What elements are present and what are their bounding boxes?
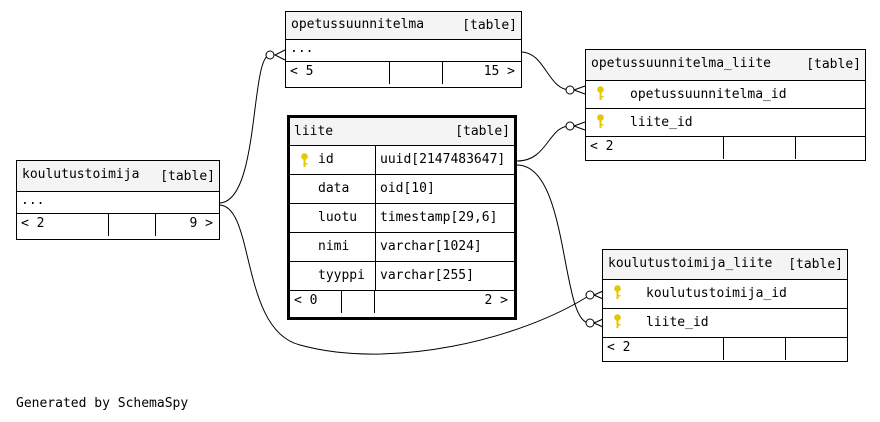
key-icon: [614, 314, 621, 328]
table-footer: < 2 9 >: [17, 214, 219, 236]
column-row: id uuid[2147483647]: [290, 146, 514, 175]
edge-circle: [565, 121, 575, 131]
footer-middle: [109, 214, 156, 236]
table-footer: < 2: [586, 137, 865, 159]
table-header: koulutustoimija_liite [table]: [603, 250, 847, 280]
footer-children: 15 >: [483, 64, 515, 79]
table-koulutustoimija[interactable]: koulutustoimija [table] ... < 2 9 >: [16, 160, 220, 240]
crowfoot: [573, 121, 586, 131]
footer-children: [796, 137, 865, 159]
crowfoot: [573, 85, 586, 95]
footer-middle: [724, 137, 796, 159]
footer-children: 9 >: [189, 216, 213, 231]
key-icon: [301, 153, 308, 167]
edge-circle: [265, 50, 275, 60]
table-opetussuunnitelma[interactable]: opetussuunnitelma [table] ... < 5 15 >: [285, 11, 522, 88]
table-header: opetussuunnitelma [table]: [286, 12, 521, 40]
footer-middle: [724, 338, 786, 360]
edge-liite-to-opetussuunnitelma-liite: [516, 125, 571, 162]
footer-children: [786, 338, 847, 360]
footer-parents: < 0: [290, 291, 342, 313]
edge-liite-to-koulutustoimija-liite: [516, 164, 591, 324]
key-icon: [614, 285, 621, 299]
table-header: liite [table]: [290, 118, 514, 146]
edge-opetussuunnitelma-to-liite: [520, 51, 571, 91]
edge-circle: [585, 290, 595, 300]
table-footer: < 0 2 >: [290, 291, 514, 313]
table-koulutustoimija-liite[interactable]: koulutustoimija_liite [table] koulutusto…: [602, 249, 848, 362]
column-row: liite_id: [603, 309, 847, 338]
column-row: opetussuunnitelma_id: [586, 81, 865, 109]
column-type: timestamp[29,6]: [375, 204, 497, 232]
column-row: liite_id: [586, 109, 865, 137]
column-type: varchar[1024]: [375, 233, 482, 261]
edge-koulutustoimija-to-koulutustoimija-liite: [218, 204, 591, 355]
table-kind: [table]: [455, 124, 510, 139]
crowfoot: [273, 49, 286, 61]
table-kind: [table]: [788, 257, 843, 272]
table-opetussuunnitelma-liite[interactable]: opetussuunnitelma_liite [table] opetussu…: [585, 49, 866, 161]
table-liite[interactable]: liite [table] id uuid[2147483647] data o…: [287, 115, 517, 320]
table-kind: [table]: [160, 169, 215, 184]
table-name: koulutustoimija_liite: [608, 256, 773, 271]
table-kind: [table]: [462, 18, 517, 33]
column-name: nimi: [318, 239, 350, 254]
footer-parents: < 5: [286, 62, 390, 84]
footer-parents: < 2: [603, 338, 724, 360]
footer-parents: < 2: [17, 214, 109, 236]
footer-middle: [390, 62, 443, 84]
key-icon: [597, 86, 604, 100]
column-name: liite_id: [630, 115, 693, 130]
column-placeholder: ...: [17, 192, 219, 214]
edge-circle: [585, 318, 595, 328]
column-name: data: [318, 181, 350, 196]
column-name: tyyppi: [318, 268, 365, 283]
column-row: nimi varchar[1024]: [290, 233, 514, 262]
crowfoot: [593, 290, 604, 300]
table-header: koulutustoimija [table]: [17, 161, 219, 192]
column-row: luotu timestamp[29,6]: [290, 204, 514, 233]
table-footer: < 5 15 >: [286, 62, 521, 84]
column-type: uuid[2147483647]: [375, 146, 505, 174]
table-name: opetussuunnitelma_liite: [591, 56, 772, 71]
column-type: oid[10]: [375, 175, 435, 203]
column-name: opetussuunnitelma_id: [630, 87, 787, 102]
edge-koulutustoimija-to-opetussuunnitelma: [218, 54, 271, 204]
footer-parents: < 2: [586, 137, 724, 159]
footer-children: 2 >: [484, 293, 508, 308]
column-row: tyyppi varchar[255]: [290, 262, 514, 291]
table-kind: [table]: [806, 57, 861, 72]
column-row: data oid[10]: [290, 175, 514, 204]
column-placeholder: ...: [286, 40, 521, 62]
table-name: koulutustoimija: [22, 167, 140, 182]
crowfoot: [593, 318, 604, 328]
column-name: liite_id: [646, 315, 709, 330]
footer-middle: [342, 291, 375, 313]
table-name: liite: [294, 124, 334, 139]
column-row: koulutustoimija_id: [603, 280, 847, 309]
table-name: opetussuunnitelma: [291, 17, 425, 32]
column-type: varchar[255]: [375, 262, 474, 290]
table-header: opetussuunnitelma_liite [table]: [586, 50, 865, 81]
generator-note: Generated by SchemaSpy: [16, 396, 189, 411]
column-name: id: [318, 152, 334, 167]
key-icon: [597, 114, 604, 128]
column-name: luotu: [318, 210, 358, 225]
edge-circle: [565, 85, 575, 95]
column-name: koulutustoimija_id: [646, 286, 787, 301]
table-footer: < 2: [603, 338, 847, 360]
